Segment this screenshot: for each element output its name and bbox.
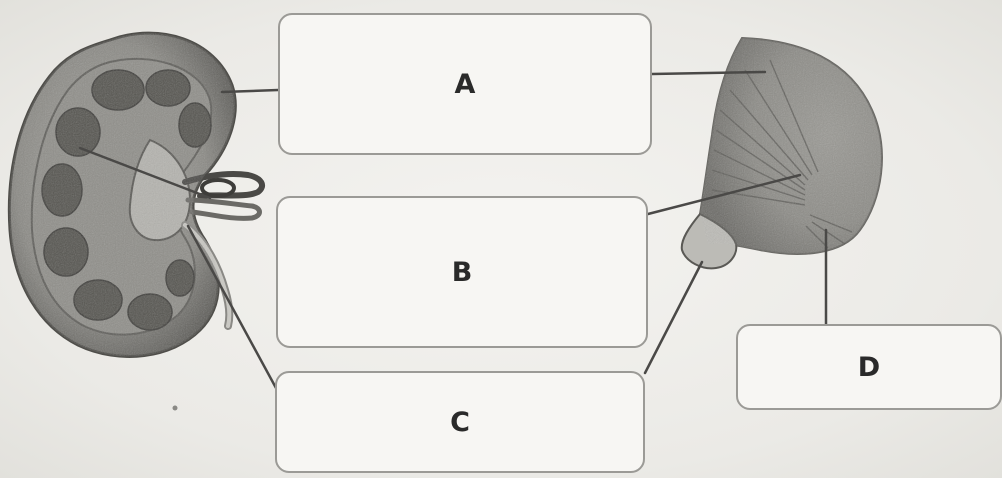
- kidney-illustration: [7, 31, 266, 358]
- label-d-text: D: [857, 351, 881, 383]
- pyramid-wedge-illustration: [680, 36, 883, 270]
- leader-lines: [78, 70, 828, 390]
- label-c-text: C: [450, 406, 470, 438]
- label-b-text: B: [451, 256, 473, 288]
- label-box-c[interactable]: C: [275, 371, 645, 473]
- label-box-b[interactable]: B: [276, 196, 648, 348]
- speck: [172, 405, 178, 411]
- leader-c-kidney-2: [186, 224, 278, 390]
- label-box-a[interactable]: A: [278, 13, 652, 155]
- label-a-text: A: [454, 68, 476, 100]
- label-box-d[interactable]: D: [736, 324, 1002, 410]
- leader-c-kidney: [78, 146, 212, 200]
- leader-a-wedge: [650, 70, 767, 76]
- leader-a-kidney: [220, 88, 280, 94]
- renal-vessels: [182, 170, 266, 221]
- leader-c-wedge: [643, 260, 704, 375]
- leader-b-wedge: [646, 173, 802, 216]
